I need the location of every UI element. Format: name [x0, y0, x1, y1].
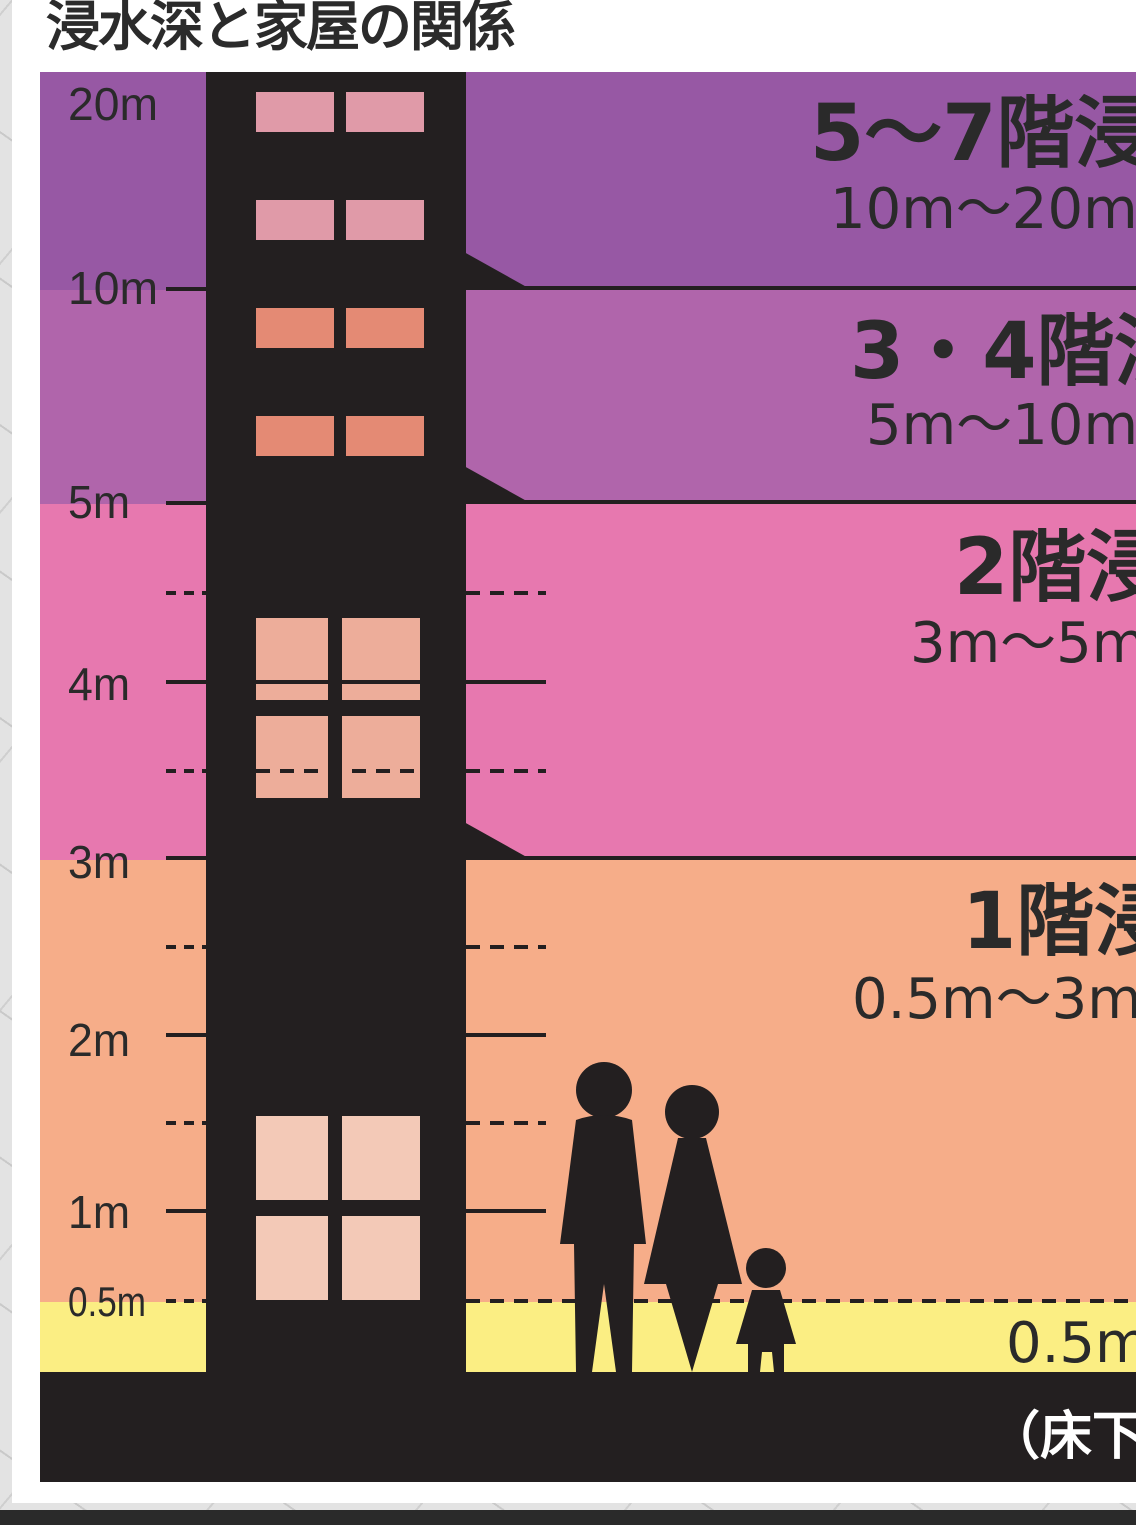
building	[206, 72, 466, 1372]
category-name: 5〜7階浸	[810, 89, 1136, 179]
scale-label-20m: 20m	[68, 78, 158, 130]
people-silhouettes	[560, 1062, 796, 1372]
scale-label-4m: 4m	[68, 658, 130, 710]
category-name: 2階浸	[954, 523, 1136, 613]
scale-label-1m: 1m	[68, 1186, 130, 1238]
category-range: 5m〜10m	[866, 393, 1136, 458]
building-solid-marks	[466, 680, 546, 1213]
scale-ticks	[166, 287, 206, 1213]
windows-1f	[256, 1116, 420, 1300]
scale-label-2m: 2m	[68, 1014, 130, 1066]
windows-3f	[256, 416, 424, 456]
scale-label-0-5m: 0.5m	[68, 1278, 146, 1325]
scale-label-5m: 5m	[68, 476, 130, 528]
adult-female-icon	[644, 1085, 742, 1372]
windows-6f	[256, 200, 424, 240]
adult-male-icon	[560, 1062, 646, 1372]
category-3-4-floor: 3・4階浸 5m〜10m	[850, 307, 1136, 458]
scale-labels: 20m 10m 5m 4m 3m 2m 1m 0.5m	[68, 78, 158, 1325]
building-ledges	[464, 252, 532, 860]
scale-label-3m: 3m	[68, 836, 130, 888]
child-icon	[736, 1248, 796, 1372]
diagram-title: 浸水深と家屋の関係	[46, 0, 516, 58]
category-name: 1階浸	[962, 877, 1136, 967]
category-under-floor: 0.5m	[1006, 1311, 1136, 1376]
category-name: 3・4階浸	[850, 307, 1136, 397]
ground	[40, 1372, 1136, 1482]
ground-label: （床下浸	[988, 1407, 1136, 1467]
category-range: 10m〜20m	[830, 177, 1136, 242]
windows-7f	[256, 92, 424, 132]
bottom-edge-bar	[0, 1510, 1136, 1525]
flood-depth-card: 浸水深と家屋の関係	[12, 0, 1136, 1503]
windows-4f	[256, 308, 424, 348]
scale-label-10m: 10m	[68, 262, 158, 314]
category-2-floor: 2階浸 3m〜5m	[910, 523, 1136, 676]
windows-2f	[256, 618, 420, 798]
flood-depth-diagram: 20m 10m 5m 4m 3m 2m 1m 0.5m	[40, 72, 1136, 1482]
building-windows	[256, 92, 424, 1300]
category-range: 3m〜5m	[910, 611, 1136, 676]
category-range: 0.5m〜3m	[852, 967, 1136, 1032]
scale-half-ticks	[166, 591, 206, 1303]
category-5-7-floor: 5〜7階浸 10m〜20m	[810, 89, 1136, 242]
category-1-floor: 1階浸 0.5m〜3m	[852, 877, 1136, 1032]
band-boundaries	[510, 286, 1136, 860]
building-dashed-marks	[466, 591, 546, 1125]
category-range: 0.5m	[1006, 1311, 1136, 1376]
